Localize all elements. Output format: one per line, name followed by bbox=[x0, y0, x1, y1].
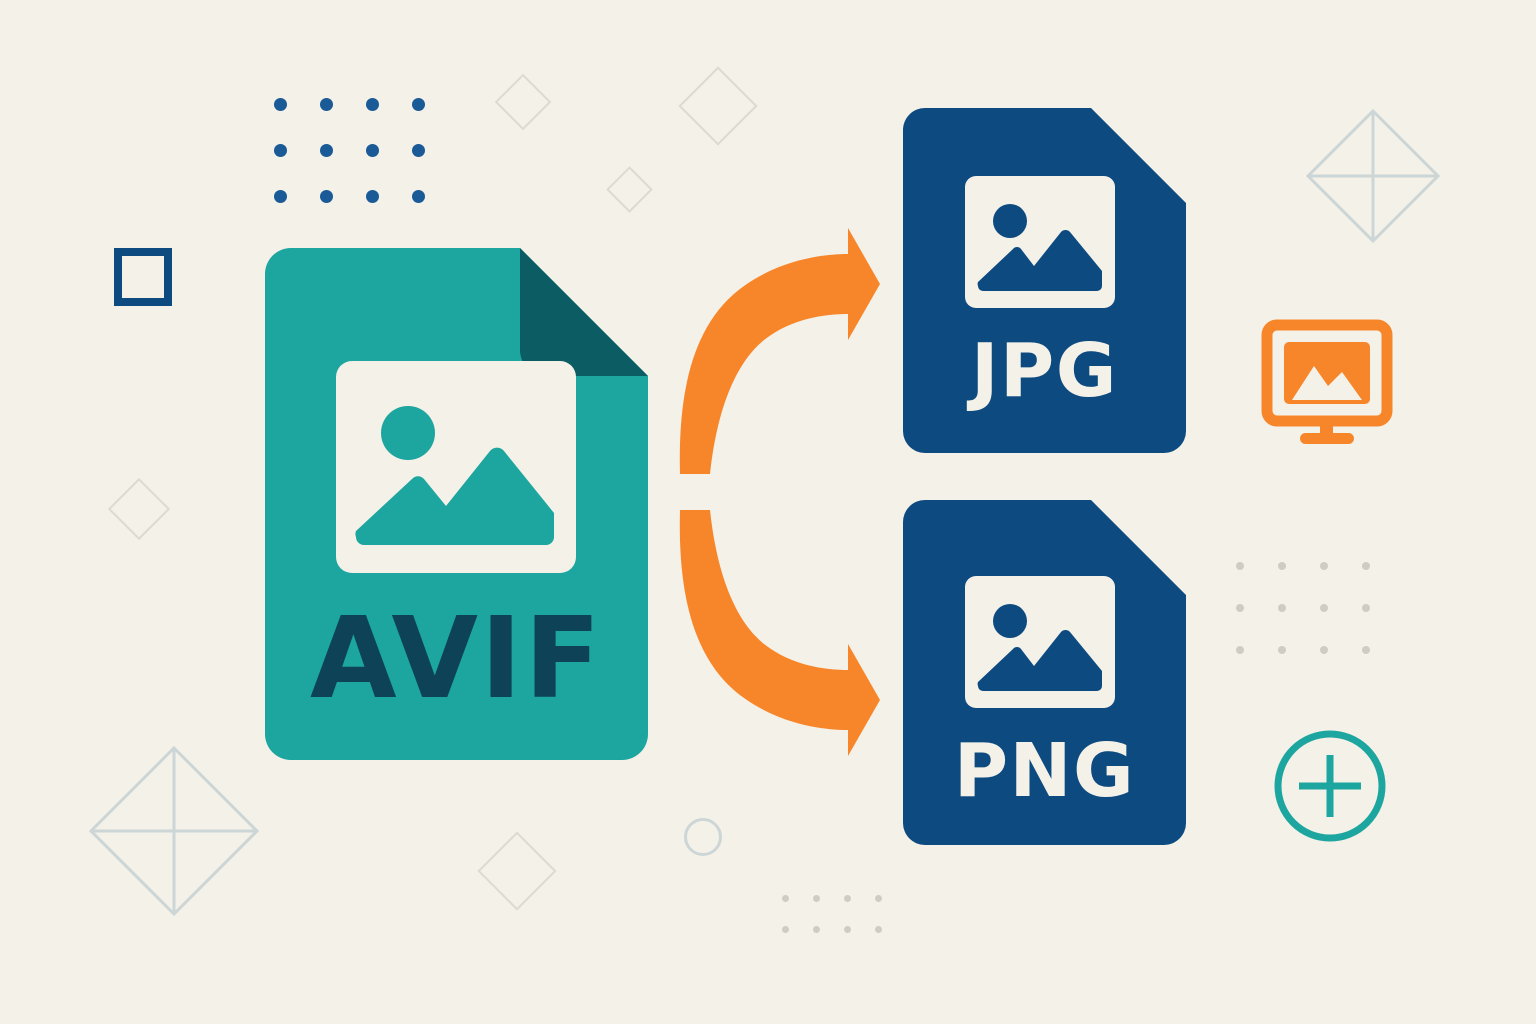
dot bbox=[274, 190, 287, 203]
dot bbox=[813, 895, 820, 902]
dot bbox=[1362, 646, 1370, 654]
cross-diamond-bottom-left bbox=[88, 745, 260, 917]
jpg-file-card[interactable]: JPG bbox=[903, 108, 1186, 453]
diamond-outline-top-c bbox=[606, 166, 653, 213]
dot bbox=[1278, 604, 1286, 612]
dot bbox=[1236, 562, 1244, 570]
image-placeholder-icon bbox=[965, 576, 1115, 708]
dot bbox=[366, 144, 379, 157]
source-file-label: AVIF bbox=[310, 594, 603, 724]
dot bbox=[1320, 604, 1328, 612]
monitor-image-icon bbox=[1261, 319, 1393, 444]
image-placeholder-icon bbox=[965, 176, 1115, 308]
dot bbox=[782, 895, 789, 902]
cross-diamond-top-right bbox=[1305, 108, 1441, 244]
dot-grid-blue-top-left bbox=[274, 98, 425, 203]
dot bbox=[366, 190, 379, 203]
source-file-card[interactable]: AVIF bbox=[265, 248, 648, 760]
dot-grid-gray-right bbox=[1236, 562, 1370, 654]
png-file-card[interactable]: PNG bbox=[903, 500, 1186, 845]
conversion-arrow-to-jpg bbox=[679, 228, 880, 474]
dot bbox=[412, 98, 425, 111]
dot bbox=[1362, 604, 1370, 612]
dot bbox=[1362, 562, 1370, 570]
dot bbox=[412, 190, 425, 203]
diamond-outline-left bbox=[107, 477, 171, 541]
dot bbox=[274, 98, 287, 111]
dot bbox=[844, 926, 851, 933]
dot bbox=[274, 144, 287, 157]
dot bbox=[320, 190, 333, 203]
jpg-file-label: JPG bbox=[971, 328, 1118, 414]
diamond-outline-top-b bbox=[678, 66, 758, 146]
dot bbox=[320, 144, 333, 157]
image-placeholder-icon bbox=[336, 361, 576, 573]
dot bbox=[875, 926, 882, 933]
dot bbox=[366, 98, 379, 111]
dot bbox=[1278, 646, 1286, 654]
square-outline-blue bbox=[114, 248, 172, 306]
dot-grid-gray-bottom bbox=[782, 895, 882, 933]
dot bbox=[320, 98, 333, 111]
dot bbox=[1320, 562, 1328, 570]
dot bbox=[844, 895, 851, 902]
circle-outline-bottom-center bbox=[684, 818, 722, 856]
dot bbox=[1320, 646, 1328, 654]
dot bbox=[782, 926, 789, 933]
dot bbox=[875, 895, 882, 902]
dot bbox=[412, 144, 425, 157]
plus-circle-icon bbox=[1274, 730, 1386, 842]
png-file-label: PNG bbox=[953, 728, 1136, 814]
dot bbox=[1236, 646, 1244, 654]
diamond-outline-bottom bbox=[477, 831, 557, 911]
dot bbox=[1278, 562, 1286, 570]
dot bbox=[1236, 604, 1244, 612]
dot bbox=[813, 926, 820, 933]
conversion-arrow-to-png bbox=[679, 510, 880, 756]
diamond-outline-top-a bbox=[494, 73, 552, 131]
